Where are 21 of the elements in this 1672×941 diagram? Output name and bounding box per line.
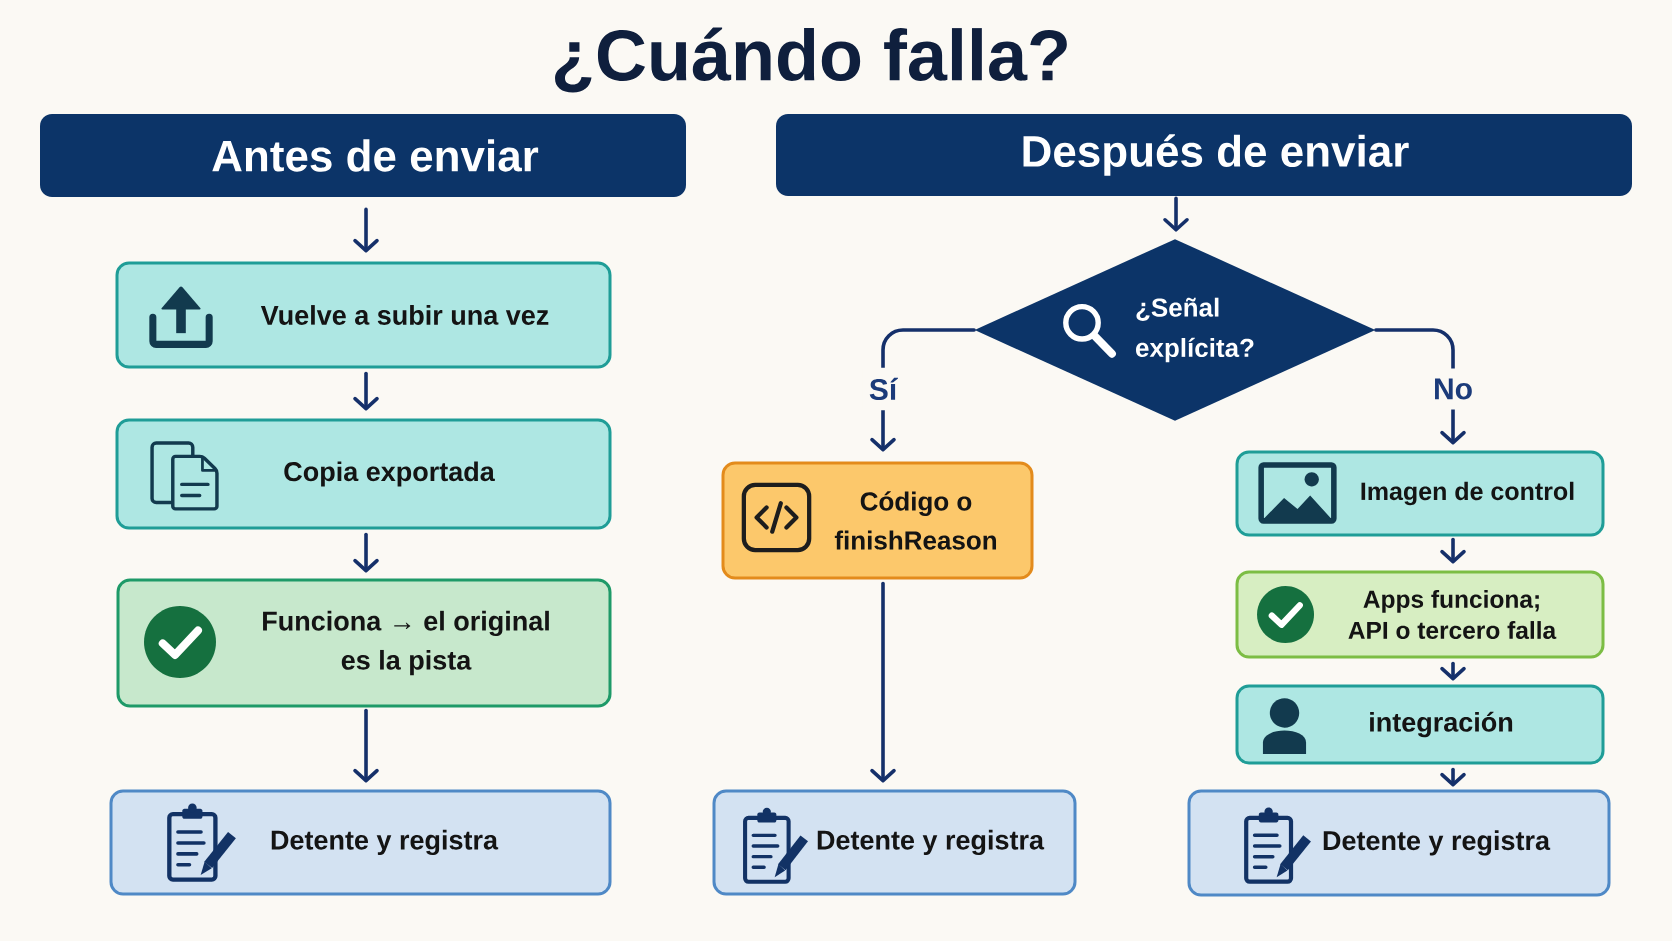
process-box: integración [1235, 684, 1605, 765]
arrow [353, 371, 379, 411]
process-box: Código o finishReason [721, 461, 1034, 580]
process-box: Imagen de control [1235, 450, 1605, 537]
process-box: Apps funciona; API o tercero falla [1235, 570, 1605, 659]
arrow [1163, 196, 1189, 232]
process-box: Detente y registra [109, 789, 612, 896]
process-box: Funciona → el original es la pista [116, 578, 612, 708]
arrow [353, 532, 379, 573]
arrow [353, 708, 379, 783]
heading-bar: Antes de enviar [40, 114, 686, 197]
arrow [353, 207, 379, 253]
arrow [870, 581, 896, 783]
edge-label: Sí [862, 367, 904, 411]
heading-bar: Después de enviar [776, 114, 1632, 196]
title: ¿Cuándo falla? [555, 27, 1067, 93]
process-box: Detente y registra [1187, 789, 1611, 897]
process-box: Detente y registra [712, 789, 1077, 896]
process-box: Copia exportada [115, 418, 612, 530]
process-box: Vuelve a subir una vez [115, 261, 612, 369]
edge-label: No [1427, 368, 1479, 410]
